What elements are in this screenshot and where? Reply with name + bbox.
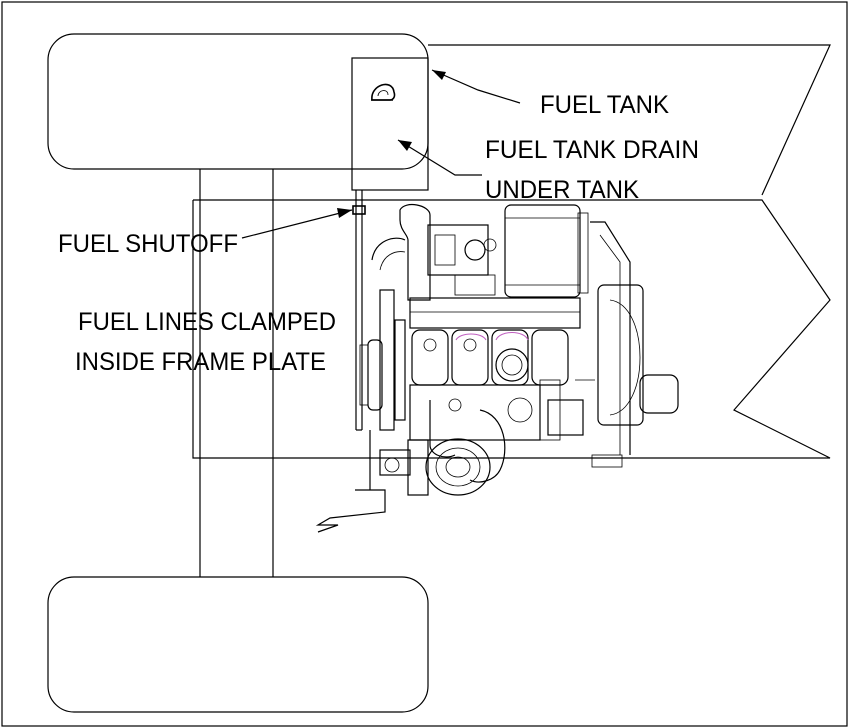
top-wheel [47, 33, 429, 170]
cylinder-heads [411, 329, 569, 386]
mount-bracket [315, 489, 386, 533]
label-fuel-tank-drain: FUEL TANK DRAIN [485, 136, 699, 164]
fuel-cap-icon [371, 83, 396, 101]
frame-upper-break [428, 44, 831, 196]
bottom-wheel [47, 576, 429, 713]
muffler [425, 438, 491, 496]
flywheel-housing [597, 284, 644, 426]
exhaust-elbow [469, 409, 506, 483]
intake-pipe [399, 203, 431, 301]
fuel-shutoff-valve [352, 205, 366, 215]
leader-fuel-shutoff [241, 208, 353, 239]
label-inside-frame-plate: INSIDE FRAME PLATE [75, 348, 326, 376]
frame-plate [192, 199, 831, 459]
label-fuel-tank: FUEL TANK [540, 91, 669, 119]
label-fuel-lines-clamped: FUEL LINES CLAMPED [78, 308, 336, 336]
fuel-tank [351, 57, 429, 191]
engine-assembly [315, 203, 679, 533]
label-under-tank: UNDER TANK [485, 176, 639, 204]
injection-pump [427, 224, 489, 276]
leader-fuel-tank-drain [397, 139, 482, 176]
starter-motor [639, 374, 679, 414]
label-fuel-shutoff: FUEL SHUTOFF [58, 230, 238, 258]
valve-cover [409, 297, 581, 329]
leader-fuel-tank [431, 69, 521, 104]
air-cleaner [504, 204, 581, 298]
